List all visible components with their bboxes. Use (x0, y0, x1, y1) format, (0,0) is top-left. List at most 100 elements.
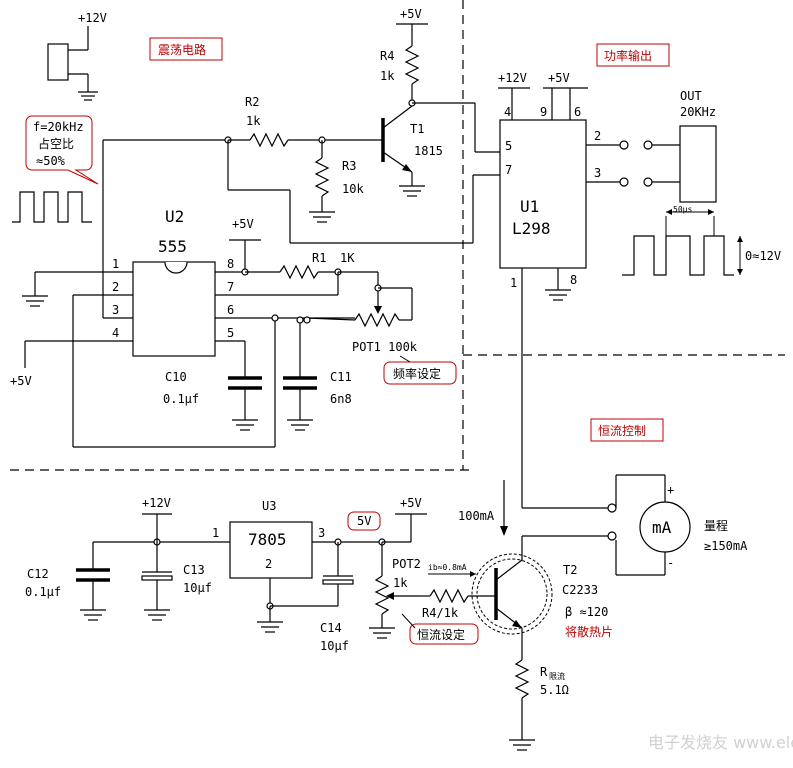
svg-text:震荡电路: 震荡电路 (158, 42, 206, 57)
svg-text:1k: 1k (393, 576, 408, 590)
svg-text:+12V: +12V (498, 71, 527, 85)
c14-capacitor: C14 10μf (270, 542, 354, 653)
u2-output-wiring (72, 136, 279, 448)
svg-text:2: 2 (112, 280, 119, 294)
svg-text:5.1Ω: 5.1Ω (540, 683, 569, 697)
svg-text:8: 8 (570, 273, 577, 287)
svg-text:6n8: 6n8 (330, 392, 352, 406)
svg-text:2: 2 (594, 129, 601, 143)
svg-text:10μf: 10μf (183, 581, 212, 595)
svg-text:5: 5 (505, 139, 512, 153)
svg-text:+5V: +5V (400, 496, 422, 510)
svg-text:1K: 1K (340, 251, 355, 265)
output-waveform: 50μs 0≈12V (622, 205, 781, 276)
square-wave-input (12, 191, 92, 223)
svg-text:-: - (667, 556, 674, 570)
section-title-oscillator: 震荡电路 (149, 37, 223, 61)
svg-text:C11: C11 (330, 370, 352, 384)
r4-resistor: +5V R4 1k (380, 7, 500, 153)
c11-capacitor: C11 6n8 (283, 316, 352, 431)
svg-text:+12V: +12V (142, 496, 171, 510)
svg-text:0≈12V: 0≈12V (745, 249, 781, 263)
svg-text:R3: R3 (342, 159, 356, 173)
svg-text:ib≈0.8mA: ib≈0.8mA (428, 563, 467, 572)
svg-text:U3: U3 (262, 499, 276, 513)
svg-text:8: 8 (227, 257, 234, 271)
u3-output-supply: +5V (382, 496, 427, 543)
pot1-potentiometer: POT1 100k (303, 271, 418, 354)
svg-text:555: 555 (158, 237, 187, 256)
svg-text:OUT: OUT (680, 89, 702, 103)
svg-text:C12: C12 (27, 567, 49, 581)
svg-text:7805: 7805 (248, 530, 287, 549)
svg-text:C2233: C2233 (562, 583, 598, 597)
svg-text:+5V: +5V (10, 374, 32, 388)
svg-text:U2: U2 (165, 207, 184, 226)
svg-text:R2: R2 (245, 95, 259, 109)
svg-text:POT1 100k: POT1 100k (352, 340, 418, 354)
svg-text:0.1μf: 0.1μf (25, 585, 61, 599)
u1-l298: U1 L298 +12V 4 +5V 9 6 5 7 2 3 1 8 (498, 71, 620, 508)
u2-555-timer: U2 555 1 2 3 4 8 7 6 5 (25, 207, 355, 357)
svg-text:6: 6 (574, 105, 581, 119)
svg-text:7: 7 (505, 163, 512, 177)
pot2-potentiometer: POT2 1k (369, 542, 421, 639)
svg-text:U1: U1 (520, 197, 539, 216)
c13-capacitor: C13 10μf (141, 542, 212, 621)
svg-text:50μs: 50μs (673, 205, 692, 214)
svg-text:1: 1 (510, 276, 517, 290)
svg-text:+12V: +12V (78, 11, 107, 25)
svg-text:≥150mA: ≥150mA (704, 539, 748, 553)
svg-text:将散热片: 将散热片 (565, 624, 613, 639)
output-terminals: OUT 20KHz (619, 89, 717, 203)
svg-text:频率设定: 频率设定 (393, 366, 441, 381)
svg-text:3: 3 (112, 303, 119, 317)
svg-text:100mA: 100mA (458, 509, 495, 523)
r-sense-resistor: R 限流 5.1Ω (509, 659, 569, 751)
u2-pin1-ground (22, 271, 103, 307)
u2-pin4-supply: +5V (10, 341, 32, 388)
svg-text:功率输出: 功率输出 (604, 48, 652, 63)
svg-text:C14: C14 (320, 621, 342, 635)
freq-set-callout: 频率设定 (383, 355, 457, 385)
svg-text:+5V: +5V (400, 7, 422, 21)
svg-text:1: 1 (112, 257, 119, 271)
svg-text:4: 4 (112, 326, 119, 340)
svg-text:量程: 量程 (704, 518, 728, 533)
u3-input-supply: +12V (142, 496, 172, 542)
svg-text:≈50%: ≈50% (36, 154, 66, 168)
svg-text:7: 7 (227, 280, 234, 294)
t1-transistor: T1 1815 (381, 99, 443, 197)
svg-text:3: 3 (594, 166, 601, 180)
svg-text:1k: 1k (246, 114, 261, 128)
svg-text:限流: 限流 (549, 671, 565, 681)
svg-text:T2: T2 (563, 563, 577, 577)
svg-text:0.1μf: 0.1μf (163, 392, 199, 406)
svg-text:C13: C13 (183, 563, 205, 577)
svg-text:6: 6 (227, 303, 234, 317)
supply-12v-source: +12V (47, 11, 107, 101)
signal-to-l298 (227, 140, 500, 244)
svg-text:C10: C10 (165, 370, 187, 384)
svg-text:R4/1k: R4/1k (422, 606, 459, 620)
current-arrow: 100mA (458, 480, 508, 536)
mA-meter-circuit: mA + - 量程 ≥150mA (522, 474, 748, 576)
svg-text:3: 3 (318, 526, 325, 540)
svg-text:mA: mA (652, 518, 672, 537)
frequency-callout: f=20kHz 占空比 ≈50% (25, 115, 99, 185)
svg-text:+5V: +5V (232, 217, 254, 231)
v5-tag-callout: 5V (347, 511, 381, 531)
r1-resistor: R1 1K (245, 251, 355, 295)
svg-text:9: 9 (540, 105, 547, 119)
section-title-power-output: 功率输出 (596, 43, 670, 67)
svg-text:电子发烧友 www.elecfans.com: 电子发烧友 www.elecfans.com (648, 733, 793, 752)
t2-transistor: T2 C2233 β ≈120 将散热片 (471, 536, 613, 660)
watermark-logo: 电子发烧友 www.elecfans.com (648, 733, 793, 752)
svg-text:R1: R1 (312, 251, 326, 265)
svg-text:+5V: +5V (548, 71, 570, 85)
svg-text:5: 5 (227, 326, 234, 340)
r4b-base-resistor: R4/1k ib≈0.8mA (420, 563, 496, 620)
svg-text:4: 4 (504, 105, 511, 119)
r3-resistor: R3 10k (309, 140, 364, 223)
